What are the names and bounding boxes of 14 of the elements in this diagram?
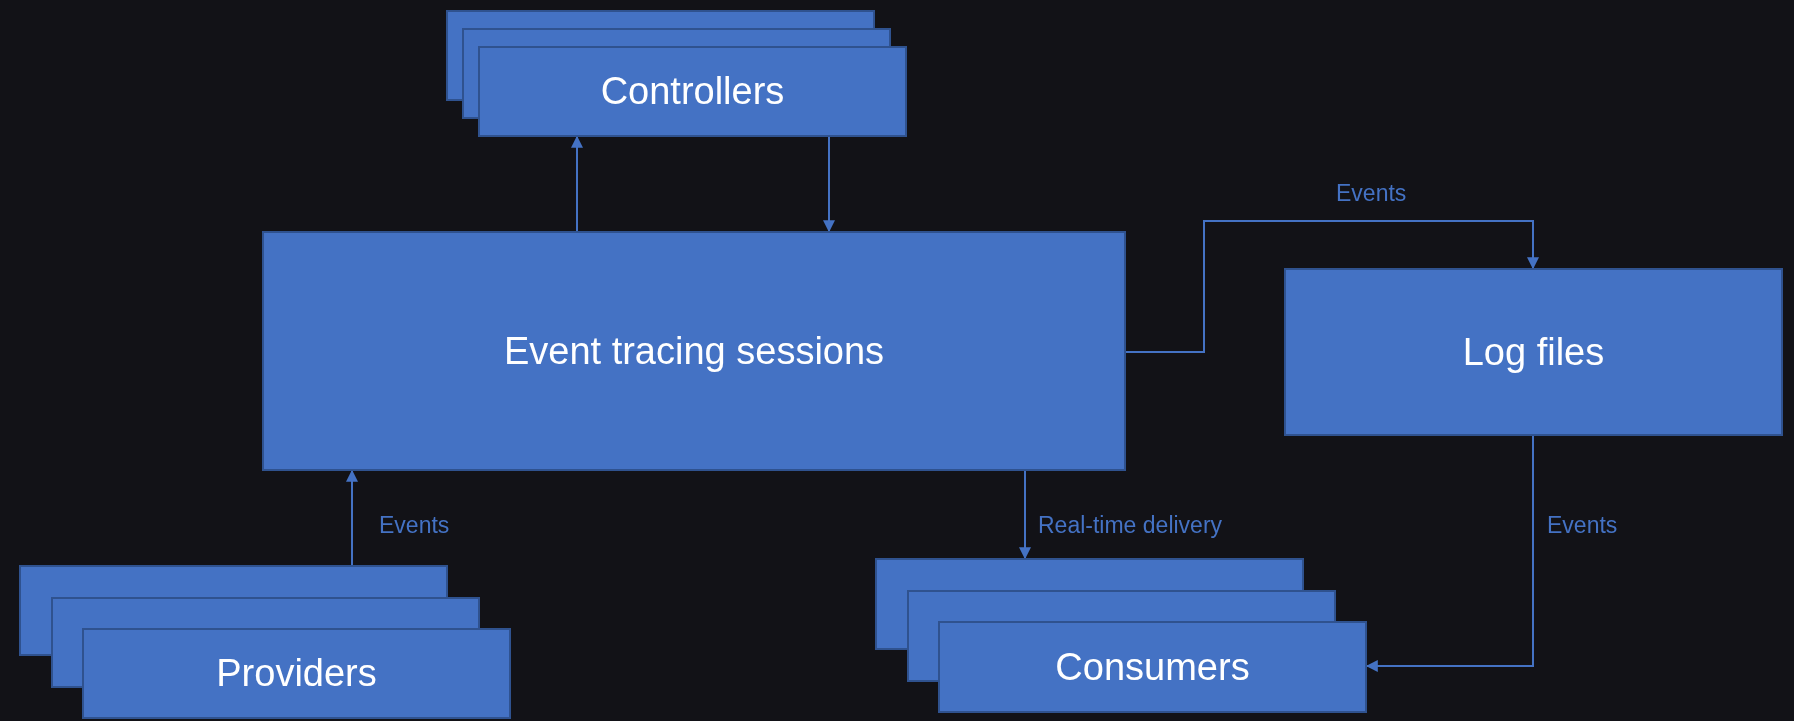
box-label: Log files [1462,330,1605,374]
box-label: Controllers [600,70,785,113]
edge-label: Events [1336,180,1407,207]
box-label: Consumers [1055,645,1250,689]
edge-label: Events [1547,512,1618,539]
arrow [823,136,835,233]
arrow [1125,220,1539,353]
box-label: Event tracing sessions [503,329,885,373]
box-label: Providers [216,652,377,695]
arrow [1019,470,1031,560]
edge-label: Real-time delivery [1038,512,1223,539]
arrow [346,469,358,566]
edge-label: Events [379,512,450,539]
arrow [571,135,583,232]
